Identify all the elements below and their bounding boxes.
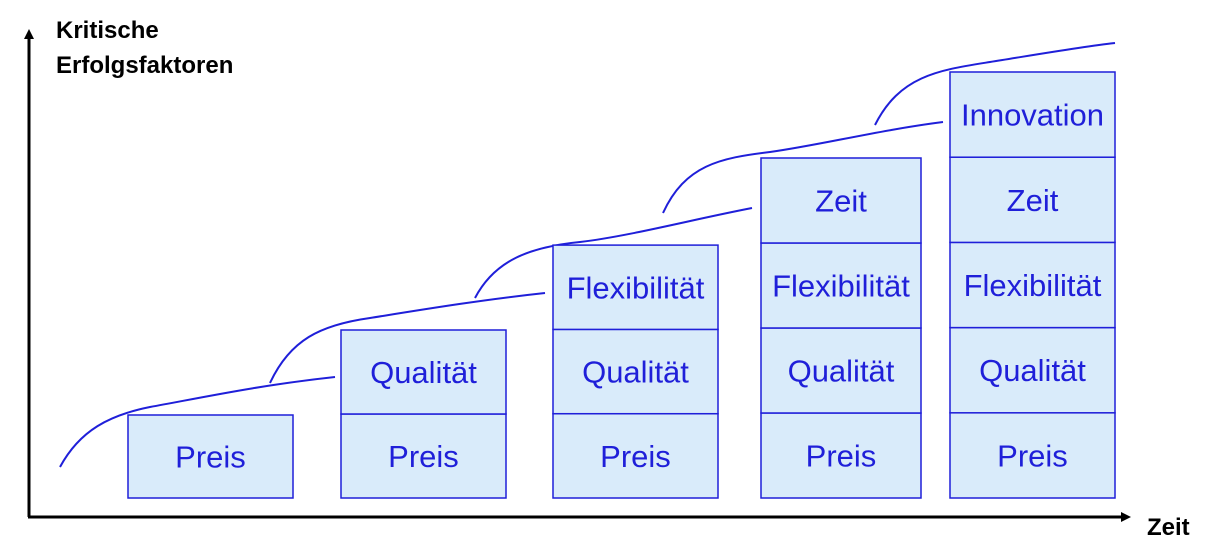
- factor-label: Flexibilität: [964, 268, 1102, 303]
- factor-column-3: Preis Qualität Flexibilität: [552, 244, 719, 499]
- factor-label: Qualität: [370, 355, 477, 390]
- factor-box-flexibilitt: [949, 241, 1116, 329]
- factor-box-flexibilitt: [760, 242, 922, 329]
- factor-label: Preis: [388, 439, 459, 474]
- y-axis-label-line2: Erfolgsfaktoren: [56, 52, 233, 79]
- factor-label: Zeit: [1007, 183, 1059, 218]
- factor-column-1: Preis: [127, 414, 294, 499]
- growth-curve-3: [474, 207, 753, 299]
- factor-box-flexibilitt: [552, 244, 719, 331]
- factor-box-qualitt: [340, 329, 507, 415]
- growth-curve-1: [59, 376, 336, 468]
- factor-label: Zeit: [815, 184, 867, 219]
- factor-box-preis: [340, 413, 507, 499]
- factor-column-4: Preis Qualität Flexibilität Zeit: [760, 157, 922, 499]
- x-axis-label: Zeit: [1147, 514, 1190, 541]
- growth-curves: [59, 42, 1116, 468]
- factor-label: Preis: [806, 439, 877, 474]
- factor-box-qualitt: [760, 327, 922, 414]
- growth-curve-4: [662, 121, 944, 214]
- factor-box-preis: [127, 414, 294, 499]
- factor-label: Flexibilität: [567, 270, 705, 305]
- y-axis-label-line1: Kritische: [56, 17, 159, 44]
- factor-box-innovation: [949, 71, 1116, 158]
- factor-box-qualitt: [949, 326, 1116, 414]
- factor-label: Preis: [600, 439, 671, 474]
- factor-label: Preis: [175, 440, 246, 475]
- factor-label: Qualität: [582, 355, 689, 390]
- factor-label: Qualität: [788, 354, 895, 389]
- factor-box-preis: [949, 412, 1116, 499]
- factor-column-2: Preis Qualität: [340, 329, 507, 499]
- factor-label: Preis: [997, 438, 1068, 473]
- factor-label: Qualität: [979, 353, 1086, 388]
- factor-box-preis: [760, 412, 922, 499]
- factor-box-zeit: [760, 157, 922, 244]
- factor-label: Flexibilität: [772, 269, 910, 304]
- growth-curve-2: [269, 292, 546, 384]
- growth-curve-5: [874, 42, 1116, 126]
- factor-column-5: Preis Qualität Flexibilität Zeit Innovation: [949, 71, 1116, 499]
- factor-box-zeit: [949, 156, 1116, 244]
- factor-label: Innovation: [961, 98, 1104, 133]
